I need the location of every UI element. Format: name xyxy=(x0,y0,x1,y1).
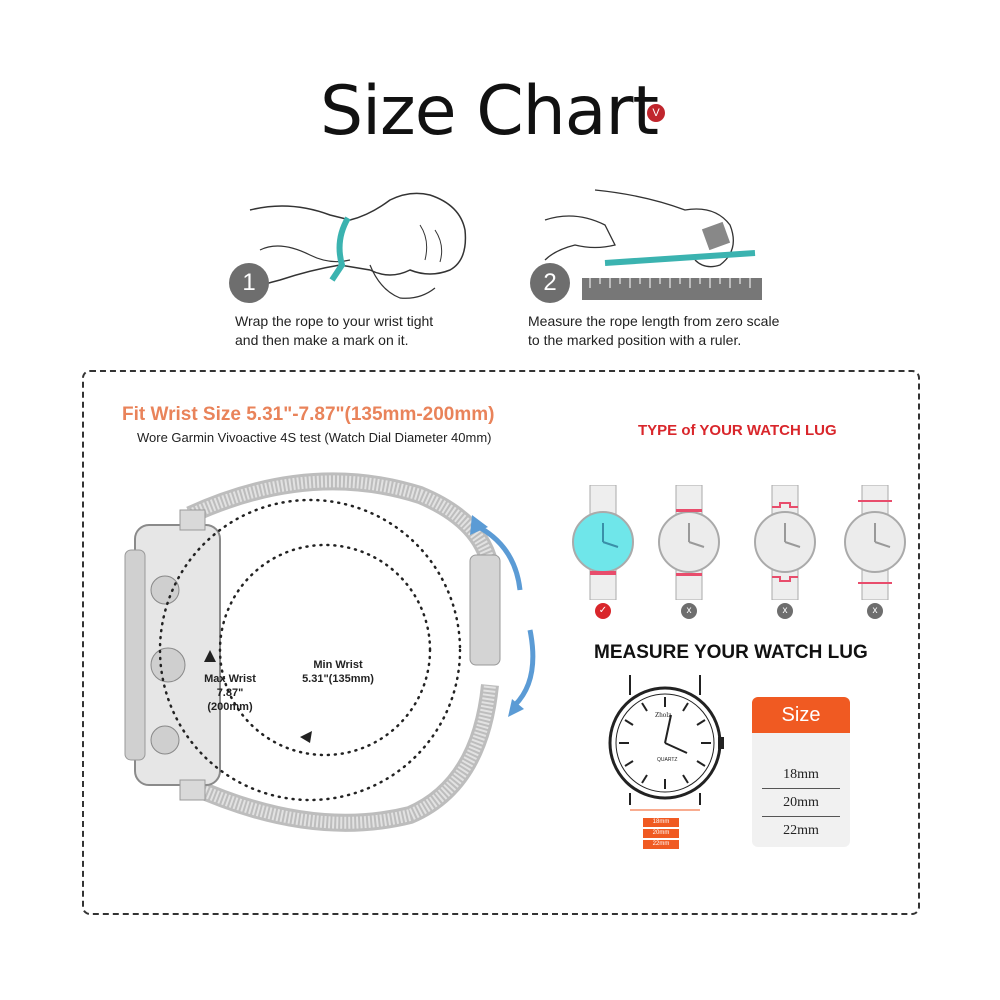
mini-tag-18: 18mm xyxy=(643,818,679,827)
page-title: Size Chart xyxy=(320,72,659,151)
max-wrist-line3: (200mm) xyxy=(207,701,253,713)
size-row-22: 22mm xyxy=(783,823,819,838)
fit-wrist-subtitle: Wore Garmin Vivoactive 4S test (Watch Di… xyxy=(137,430,492,445)
measure-lug-title: MEASURE YOUR WATCH LUG xyxy=(594,642,868,663)
step2-text: Measure the rope length from zero scale … xyxy=(528,312,828,350)
size-row-18: 18mm xyxy=(762,761,840,789)
title-badge: V xyxy=(647,104,665,122)
step2-line1: Measure the rope length from zero scale xyxy=(528,313,780,329)
min-wrist-line2: 5.31"(135mm) xyxy=(302,673,374,685)
max-wrist-line1: Max Wrist xyxy=(204,673,256,685)
info-panel xyxy=(82,370,920,915)
max-wrist-line2: 7.87" xyxy=(216,687,244,699)
lug-type-1-check-icon: ✓ xyxy=(595,603,611,619)
size-table: Size 18mm 20mm 22mm xyxy=(752,697,850,847)
measure-watch-illustration xyxy=(608,675,724,811)
step1-text: Wrap the rope to your wrist tight and th… xyxy=(235,312,535,350)
lug-type-3-x-icon: x xyxy=(777,603,793,619)
lug-type-2-x-icon: x xyxy=(681,603,697,619)
step2-line2: to the marked position with a ruler. xyxy=(528,332,742,348)
min-wrist-line1: Min Wrist xyxy=(313,659,363,671)
watch-quartz-text: QUARTZ xyxy=(657,757,678,763)
mini-tag-20: 20mm xyxy=(643,829,679,838)
size-row-20: 20mm xyxy=(762,789,840,817)
fit-wrist-title: Fit Wrist Size 5.31"-7.87"(135mm-200mm) xyxy=(122,404,495,425)
max-wrist-label: Max Wrist 7.87" (200mm) xyxy=(200,672,260,714)
lug-type-4-icon xyxy=(844,485,906,600)
step1-illustration xyxy=(249,192,467,299)
lug-type-3-icon xyxy=(754,485,816,600)
step1-line1: Wrap the rope to your wrist tight xyxy=(235,313,434,329)
lug-type-1-icon xyxy=(572,485,634,600)
lug-type-2-icon xyxy=(658,485,720,600)
watch-band-illustration xyxy=(124,472,536,832)
lug-type-title: TYPE of YOUR WATCH LUG xyxy=(638,422,837,439)
step2-number: 2 xyxy=(530,263,570,303)
step2-illustration xyxy=(544,189,762,300)
lug-type-4-x-icon: x xyxy=(867,603,883,619)
step1-number: 1 xyxy=(229,263,269,303)
size-table-header: Size xyxy=(752,697,850,733)
min-wrist-label: Min Wrist 5.31"(135mm) xyxy=(293,658,383,686)
mini-tag-22: 22mm xyxy=(643,840,679,849)
step1-line2: and then make a mark on it. xyxy=(235,332,409,348)
watch-brand-text: Zholz xyxy=(655,711,672,719)
